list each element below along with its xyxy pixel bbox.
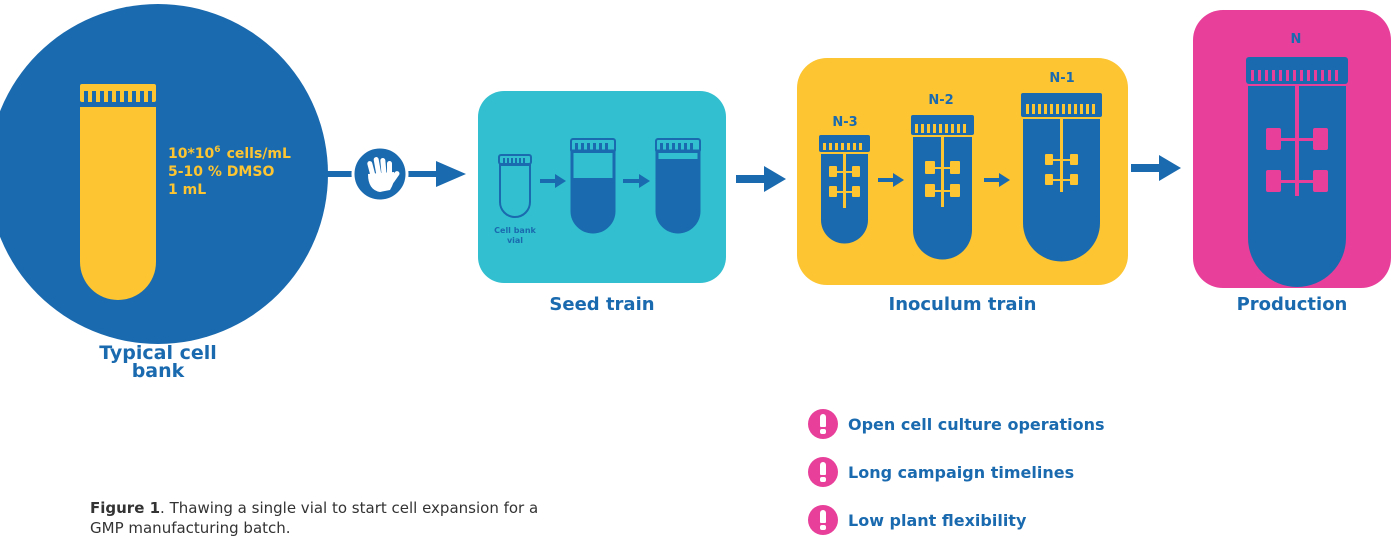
- warning-item: Low plant flexibility: [808, 505, 1026, 535]
- production-title: Production: [1236, 294, 1348, 315]
- seed-flask-1: [570, 138, 616, 234]
- stage-label-n-1: N-1: [1049, 71, 1074, 86]
- figure-label: Figure 1: [90, 499, 161, 517]
- cell-bank-title: Typical cell bank: [99, 342, 217, 382]
- volume-text: 1 mL: [168, 182, 206, 198]
- bioreactor-n: [1246, 57, 1348, 287]
- inoculum-arrow-2: [984, 173, 1010, 187]
- inoculum-arrow-1: [878, 173, 904, 187]
- arrow-inoculum-to-production: [1131, 155, 1181, 181]
- bioreactor-n-2: [911, 115, 974, 260]
- warning-text: Long campaign timelines: [848, 462, 1075, 482]
- warning-text: Low plant flexibility: [848, 510, 1027, 530]
- bioreactor-n-3: [819, 135, 870, 244]
- seed-train-title: Seed train: [549, 294, 655, 315]
- figure-caption: Figure 1. Thawing a single vial to start…: [90, 498, 540, 538]
- exclamation-icon: [808, 409, 838, 439]
- dmso-text: 5-10 % DMSO: [168, 164, 274, 180]
- arrow-seed-to-inoculum: [736, 166, 786, 192]
- cryo-vial-large: [80, 84, 156, 300]
- cell-bank-vial-label-2: vial: [507, 236, 523, 245]
- exclamation-icon: [808, 505, 838, 535]
- seed-flask-2: [655, 138, 701, 234]
- cell-bank-circle: [0, 4, 328, 344]
- stage-label-n-3: N-3: [832, 115, 857, 130]
- seed-arrow-1: [540, 174, 566, 188]
- stage-label-n: N: [1291, 32, 1302, 47]
- cell-bank-vial-label: Cell bank: [494, 226, 536, 235]
- exclamation-icon: [808, 457, 838, 487]
- bioreactor-n-1: [1021, 93, 1102, 262]
- inoculum-train-title: Inoculum train: [888, 294, 1037, 315]
- cell-bank-vial-outline: [498, 154, 532, 218]
- warning-text: Open cell culture operations: [848, 414, 1105, 434]
- figure-caption-text: . Thawing a single vial to start cell ex…: [90, 499, 539, 537]
- seed-arrow-2: [623, 174, 650, 188]
- warning-item: Open cell culture operations: [808, 409, 1104, 439]
- hand-icon: [367, 157, 400, 192]
- stage-label-n-2: N-2: [928, 93, 953, 108]
- warning-item: Long campaign timelines: [808, 457, 1074, 487]
